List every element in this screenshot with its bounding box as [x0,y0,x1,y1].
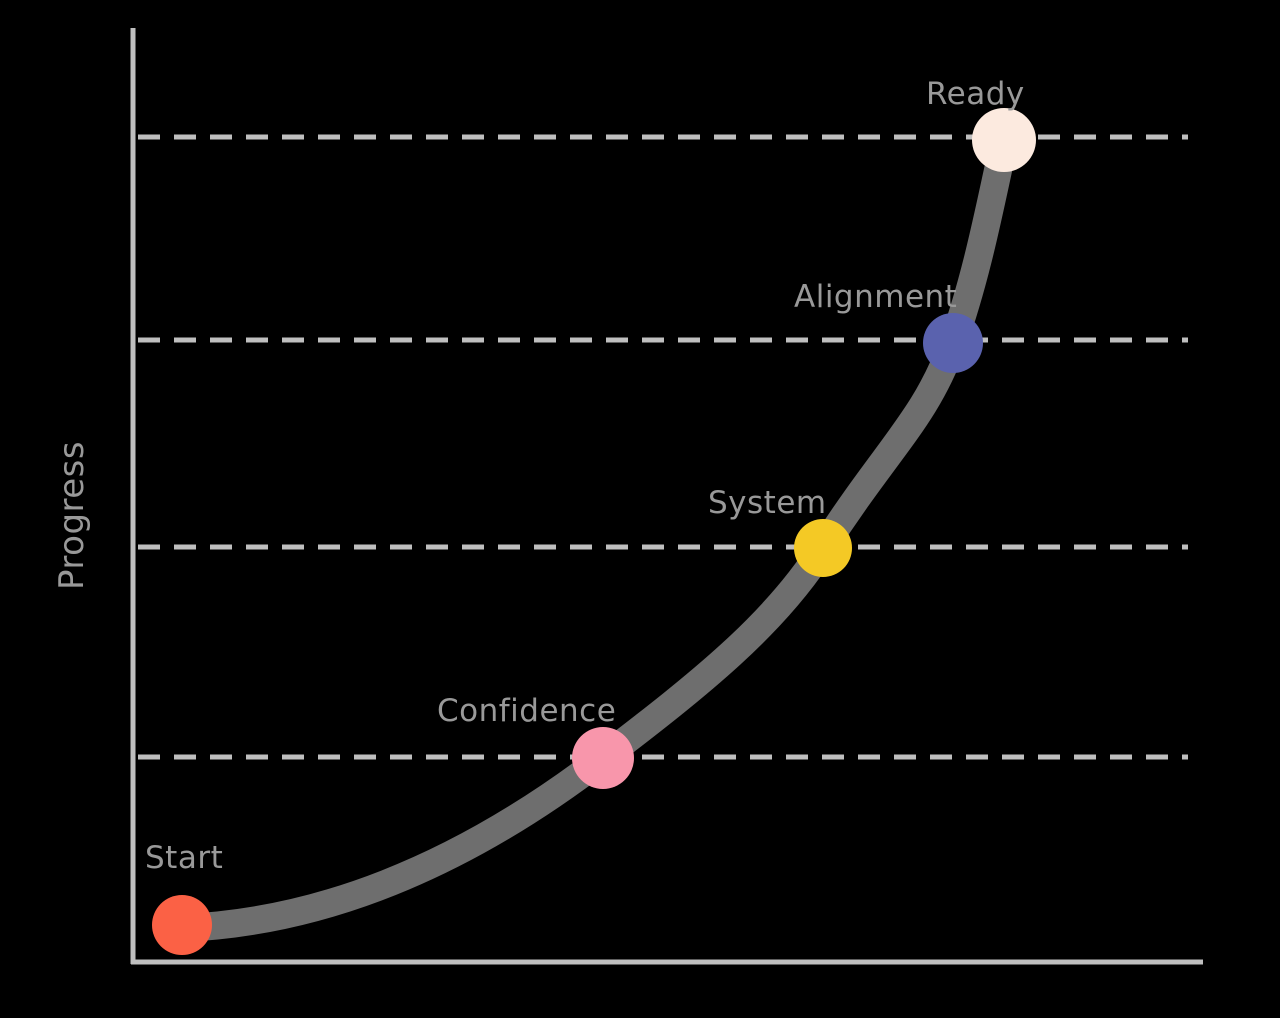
label-start: Start [145,840,223,876]
node-confidence[interactable] [572,727,634,789]
milestone-nodes [152,108,1036,955]
y-axis-title: Progress [52,441,92,590]
axes [130,28,1203,965]
label-system: System [708,485,827,521]
label-alignment: Alignment [794,279,957,315]
milestone-labels: Start Confidence System Alignment Ready [145,76,1025,876]
gridlines [138,134,1188,760]
progress-curve-path [168,129,1018,942]
node-system[interactable] [794,519,852,577]
node-ready[interactable] [972,108,1036,172]
label-ready: Ready [926,76,1025,112]
label-confidence: Confidence [437,693,616,729]
node-start[interactable] [152,895,212,955]
node-alignment[interactable] [923,313,983,373]
